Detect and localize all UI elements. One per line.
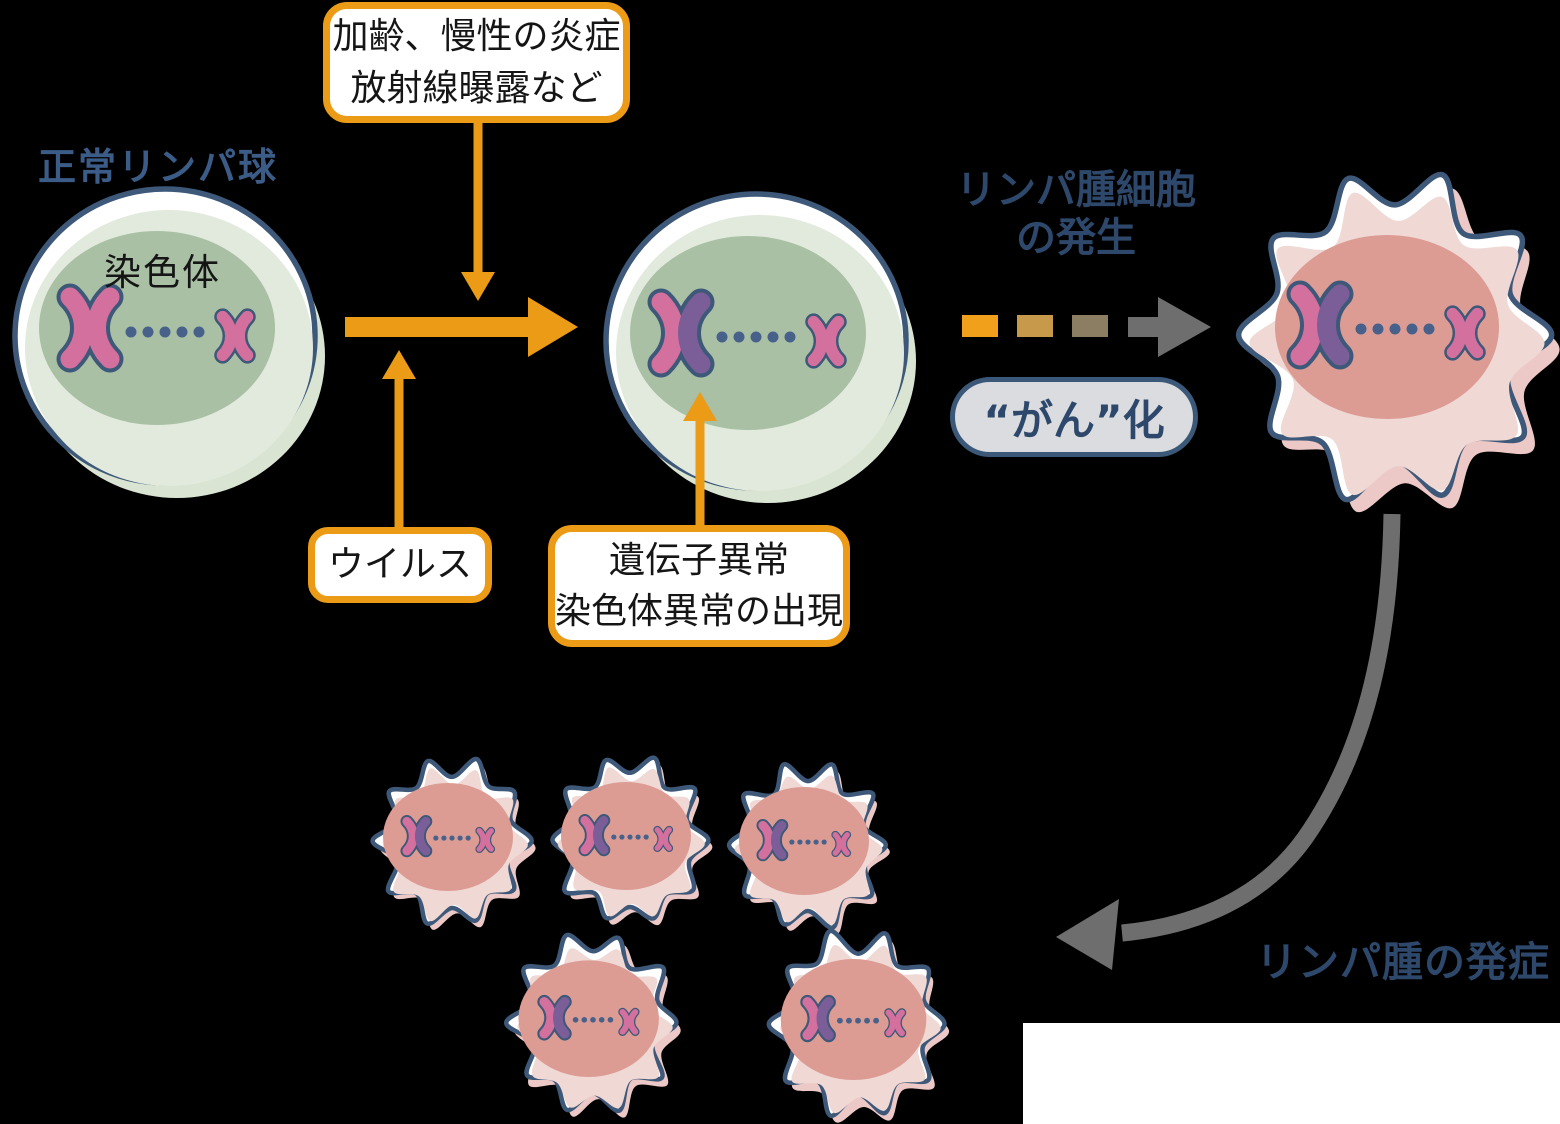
genesis-heading-line-1: リンパ腫細胞 <box>956 167 1196 213</box>
lymphoma-cell-small-5 <box>766 928 950 1123</box>
cancerization-dashed-arrow-icon <box>962 297 1211 357</box>
virus-label: ウイルス <box>327 544 472 586</box>
genesis-heading-line-2: の発生 <box>1016 215 1136 261</box>
onset-curved-arrow-icon <box>1056 513 1401 970</box>
chromosome-label: 染色体 <box>104 251 221 294</box>
abnormality-line-1: 遺伝子異常 <box>608 539 789 581</box>
chromosome-set <box>647 288 847 378</box>
chromosome-set <box>800 994 907 1043</box>
abnormality-line-2: 染色体異常の出現 <box>555 591 844 632</box>
white-background-patch <box>1023 1023 1560 1124</box>
chromosome-set <box>537 994 640 1041</box>
lymphoma-cell-small-2 <box>550 755 713 926</box>
chromosome-set <box>1286 280 1486 370</box>
cancerization-pill: “がん”化 <box>950 377 1198 457</box>
chromosome-set <box>56 283 256 373</box>
lymphoma-cell-small-4 <box>503 932 681 1118</box>
chromosome-set <box>578 814 674 857</box>
cancerization-label: “がん”化 <box>983 395 1165 445</box>
abnormality-arrow-up-icon <box>683 392 717 526</box>
normal-lymphocyte-cell <box>12 186 325 498</box>
factors-line-1: 加齢、慢性の炎症 <box>332 16 621 58</box>
factors-callout-box: 加齢、慢性の炎症 放射線曝露など <box>323 2 630 123</box>
factors-arrow-down-icon <box>461 122 495 301</box>
mutated-lymphocyte-cell <box>603 191 916 503</box>
abnormality-callout-box: 遺伝子異常 染色体異常の出現 <box>548 525 850 647</box>
cells-layer <box>12 171 1560 1123</box>
arrows-layer <box>345 122 1401 970</box>
normal-cell-title: 正常リンパ球 <box>38 145 279 189</box>
lymphoma-genesis-heading: リンパ腫細胞 の発生 <box>946 166 1206 262</box>
chromosome-set <box>756 819 852 862</box>
lymphoma-cell-small-3 <box>726 762 890 934</box>
chromosome-set <box>400 815 496 858</box>
lymphoma-cell-small-1 <box>370 756 536 930</box>
virus-arrow-up-icon <box>382 350 416 528</box>
virus-callout-box: ウイルス <box>308 527 492 603</box>
lymphoma-onset-label: リンパ腫の発症 <box>1256 938 1550 986</box>
factors-line-2: 放射線曝露など <box>350 67 603 109</box>
transform-arrow-right-icon <box>345 297 578 357</box>
lymphoma-cell-large <box>1235 171 1560 513</box>
